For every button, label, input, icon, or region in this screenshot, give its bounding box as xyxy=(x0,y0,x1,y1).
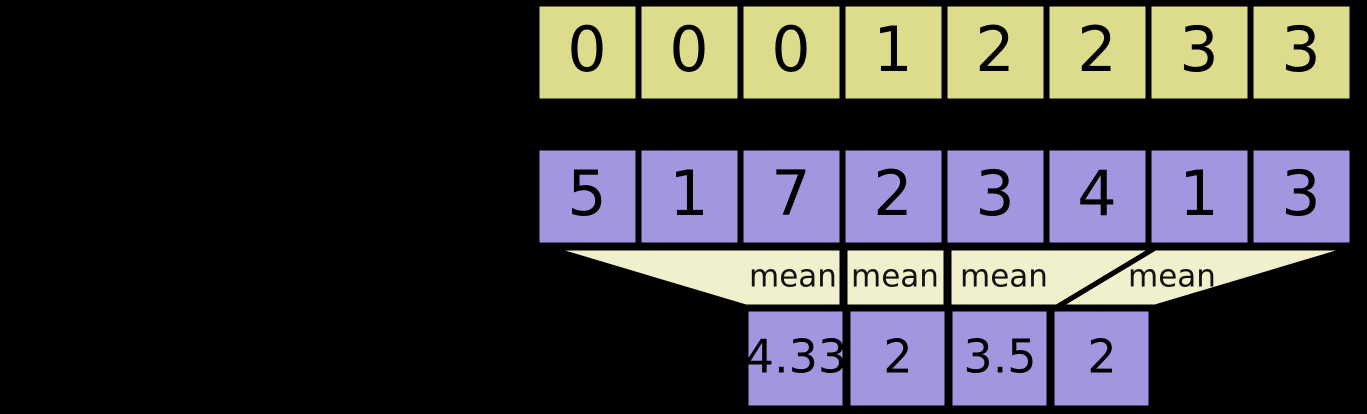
input-value-cell-label: 5 xyxy=(567,157,606,230)
pooled-output-cell-label: 2 xyxy=(1087,330,1116,384)
input-value-cell: 1 xyxy=(1146,145,1253,248)
segment-id-cell-label: 2 xyxy=(1077,13,1116,86)
pooled-output-cell-label: 3.5 xyxy=(963,330,1036,384)
mean-label: mean xyxy=(1128,259,1216,295)
input-value-cell: 3 xyxy=(1248,145,1355,248)
pooled-output-cell-label: 2 xyxy=(883,330,912,384)
funnel-separator-line xyxy=(1055,245,1157,310)
segment-id-cell-label: 0 xyxy=(669,13,708,86)
segment-id-cell-label: 0 xyxy=(567,13,606,86)
pooled-output-cell: 2 xyxy=(845,306,950,411)
mean-label: mean xyxy=(960,259,1048,295)
segment-id-cell: 3 xyxy=(1248,1,1355,104)
segment-id-cell: 0 xyxy=(534,1,641,104)
mean-label: mean xyxy=(851,259,939,295)
segment-id-cell-label: 3 xyxy=(1281,13,1320,86)
input-value-cell: 2 xyxy=(840,145,947,248)
segment-id-cell: 2 xyxy=(1044,1,1151,104)
input-value-cell: 4 xyxy=(1044,145,1151,248)
pooled-output-cell-label: 4.33 xyxy=(745,330,847,384)
mean-label: mean xyxy=(749,259,837,295)
input-value-cell-label: 4 xyxy=(1077,157,1116,230)
input-value-cell-label: 2 xyxy=(873,157,912,230)
segment-id-cell: 0 xyxy=(636,1,743,104)
segment-id-cell-label: 2 xyxy=(975,13,1014,86)
segment-id-cell: 2 xyxy=(942,1,1049,104)
segment-id-cell: 0 xyxy=(738,1,845,104)
pooled-output-cell: 2 xyxy=(1049,306,1154,411)
input-values-row: 5 1 7 2 3 4 1 xyxy=(534,145,1355,248)
segment-id-cell-label: 0 xyxy=(771,13,810,86)
input-value-cell: 1 xyxy=(636,145,743,248)
segment-ids-row: 0 0 0 1 2 2 3 xyxy=(534,1,1355,104)
input-value-cell: 7 xyxy=(738,145,845,248)
pooled-output-cell: 3.5 xyxy=(947,306,1052,411)
pooled-output-cell: 4.33 xyxy=(743,306,848,411)
input-value-cell: 3 xyxy=(942,145,1049,248)
segment-id-cell-label: 3 xyxy=(1179,13,1218,86)
segment-id-cell-label: 1 xyxy=(873,13,912,86)
input-value-cell-label: 3 xyxy=(1281,157,1320,230)
input-value-cell-label: 1 xyxy=(669,157,708,230)
mean-pool-band: mean mean mean mean xyxy=(547,245,1354,310)
segment-id-cell: 3 xyxy=(1146,1,1253,104)
input-value-cell-label: 3 xyxy=(975,157,1014,230)
input-value-cell-label: 1 xyxy=(1179,157,1218,230)
input-value-cell: 5 xyxy=(534,145,641,248)
pooled-output-row: 4.33 2 3.5 2 xyxy=(743,306,1154,411)
segment-id-cell: 1 xyxy=(840,1,947,104)
input-value-cell-label: 7 xyxy=(771,157,810,230)
